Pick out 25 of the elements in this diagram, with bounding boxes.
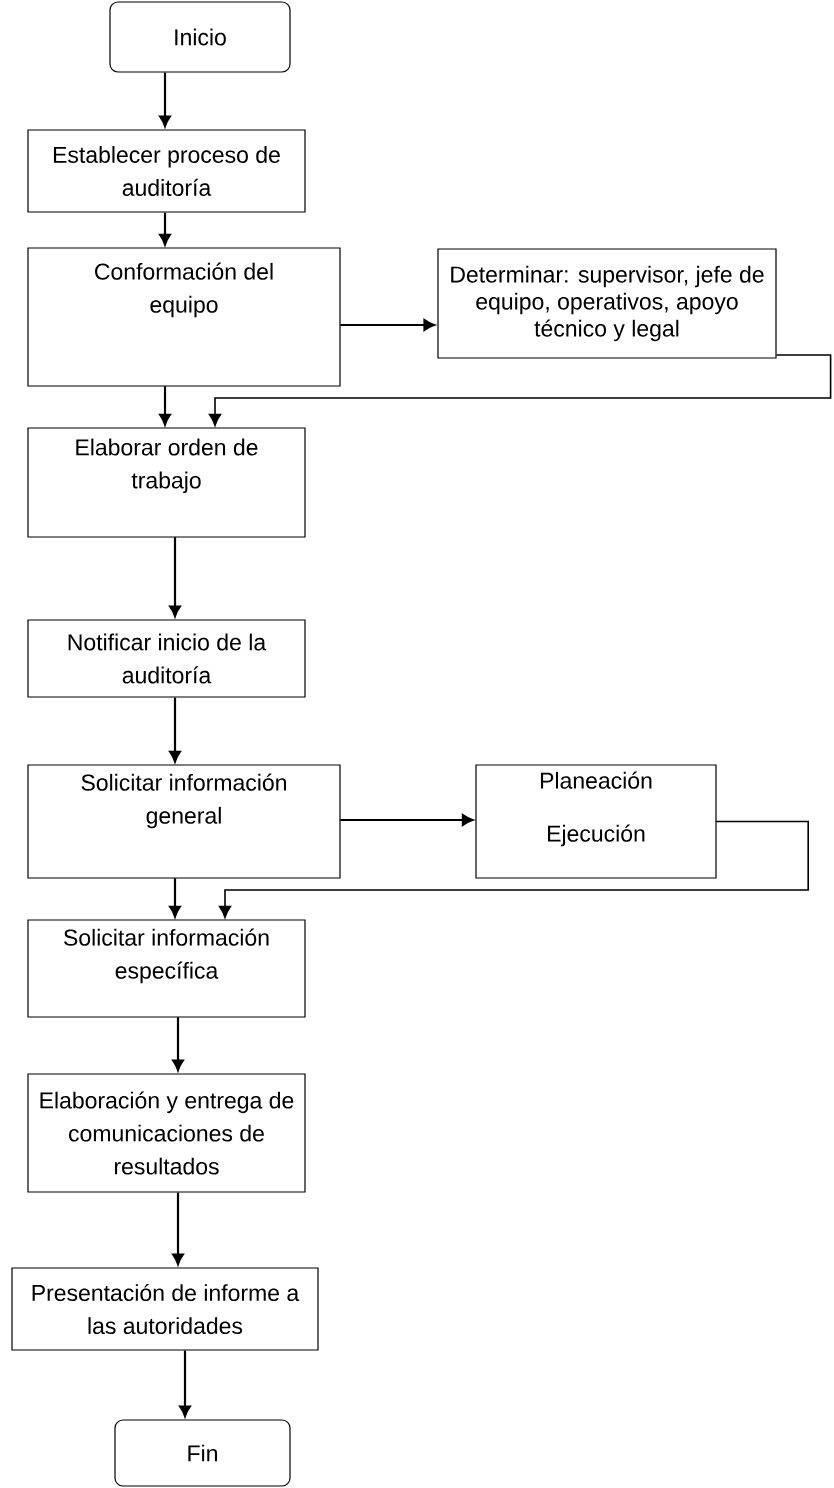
- process-box: Solicitar información general: [27, 764, 341, 879]
- process-box: Presentación de informe a las autoridades: [11, 1267, 319, 1351]
- arrow: [169, 537, 181, 618]
- arrow: [218, 820, 809, 919]
- arrow: [340, 319, 436, 331]
- arrow: [172, 1192, 184, 1266]
- process-box: Notificar inicio de la auditoría: [27, 619, 306, 698]
- process-box: Planeación Ejecución: [475, 764, 717, 879]
- arrow: [208, 354, 832, 427]
- arrow: [159, 386, 171, 426]
- arrow: [169, 878, 181, 918]
- arrow: [179, 1350, 191, 1418]
- process-box: Conformación del equipo: [27, 247, 341, 387]
- process-box: Solicitar información específica: [27, 919, 306, 1018]
- arrow: [172, 1017, 184, 1072]
- arrow: [169, 697, 181, 763]
- process-box: Elaboración y entrega de comunicaciones de resultados: [27, 1073, 306, 1193]
- arrow: [340, 814, 474, 826]
- process-box: Elaborar orden de trabajo: [27, 427, 306, 538]
- process-box: Determinar: supervisor, jefe de equipo, operativos, apoyo técnico y legal: [437, 248, 777, 359]
- terminal-box: Fin: [114, 1419, 291, 1487]
- process-box: Establecer proceso de auditoría: [27, 129, 306, 213]
- arrow: [159, 72, 171, 128]
- arrow: [159, 212, 171, 246]
- terminal-box: Inicio: [109, 1, 291, 73]
